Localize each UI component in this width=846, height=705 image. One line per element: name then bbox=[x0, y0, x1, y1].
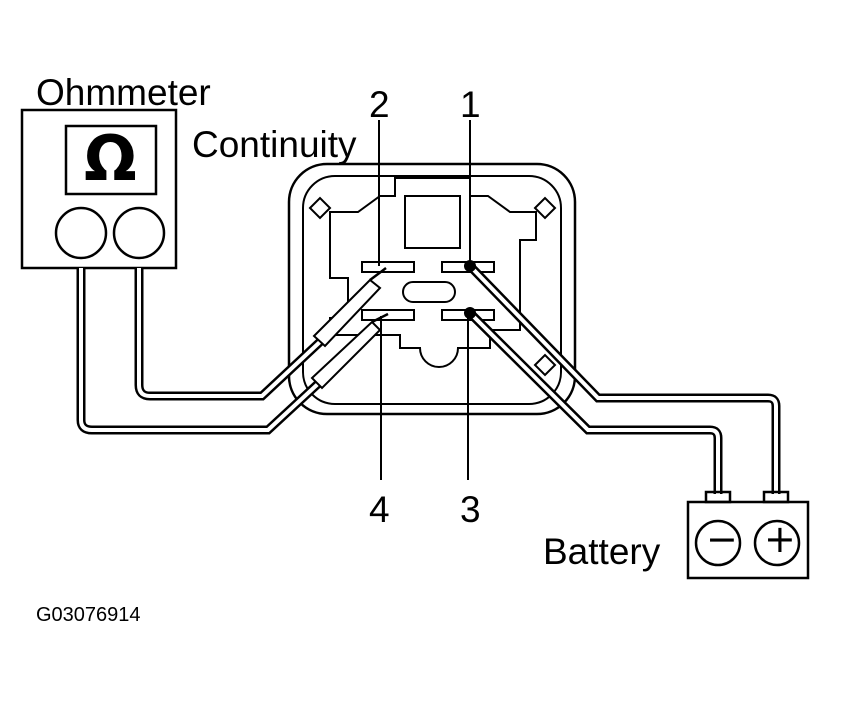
relay-latch-bottom-right bbox=[533, 353, 557, 377]
relay-housing-outer bbox=[287, 162, 577, 416]
battery-negative-circle bbox=[694, 519, 742, 567]
terminal-blade-2 bbox=[361, 261, 415, 273]
connection-dot-3 bbox=[464, 307, 476, 319]
ohmmeter-probes bbox=[310, 267, 389, 390]
battery-wires bbox=[466, 262, 781, 494]
relay-inner-mold bbox=[329, 177, 537, 368]
probe-2 bbox=[310, 320, 382, 390]
battery-body bbox=[686, 500, 810, 580]
ohmmeter-label: Ohmmeter bbox=[36, 72, 211, 113]
ohmmeter-wire-1 bbox=[134, 268, 326, 401]
relay bbox=[287, 162, 577, 416]
ohmmeter-wires bbox=[76, 268, 326, 435]
terminal-leaders bbox=[378, 120, 471, 480]
battery bbox=[686, 490, 810, 580]
relay-latch-top-left bbox=[308, 196, 332, 220]
battery-label: Battery bbox=[543, 531, 661, 572]
battery-post-negative bbox=[704, 490, 732, 504]
battery-negative-symbol: − bbox=[706, 517, 738, 561]
battery-post-positive bbox=[762, 490, 790, 504]
ohm-symbol: Ω bbox=[84, 122, 137, 195]
connection-dot-1 bbox=[464, 260, 476, 272]
relay-center-block bbox=[404, 195, 461, 249]
terminal-label-4: 4 bbox=[369, 489, 390, 530]
ohmmeter-body bbox=[20, 108, 178, 270]
continuity-label: Continuity bbox=[192, 124, 357, 165]
relay-housing-inner bbox=[302, 175, 562, 405]
battery-positive-symbol: + bbox=[764, 517, 796, 561]
terminal-label-1: 1 bbox=[460, 84, 481, 125]
relay-latch-top-right bbox=[533, 196, 557, 220]
terminal-label-3: 3 bbox=[460, 489, 481, 530]
ohmmeter-jack-right bbox=[112, 206, 166, 260]
ohmmeter-jack-left bbox=[54, 206, 108, 260]
battery-wire-positive bbox=[466, 262, 781, 494]
relay-center-slot bbox=[402, 281, 456, 303]
ohmmeter-display bbox=[64, 124, 158, 196]
ohmmeter-wire-2 bbox=[76, 268, 324, 435]
terminal-blade-4 bbox=[361, 309, 415, 321]
terminal-label-2: 2 bbox=[369, 84, 390, 125]
probe-1 bbox=[312, 278, 382, 348]
ohmmeter bbox=[20, 108, 178, 270]
battery-positive-circle bbox=[753, 519, 801, 567]
figure-code: G03076914 bbox=[36, 604, 141, 626]
